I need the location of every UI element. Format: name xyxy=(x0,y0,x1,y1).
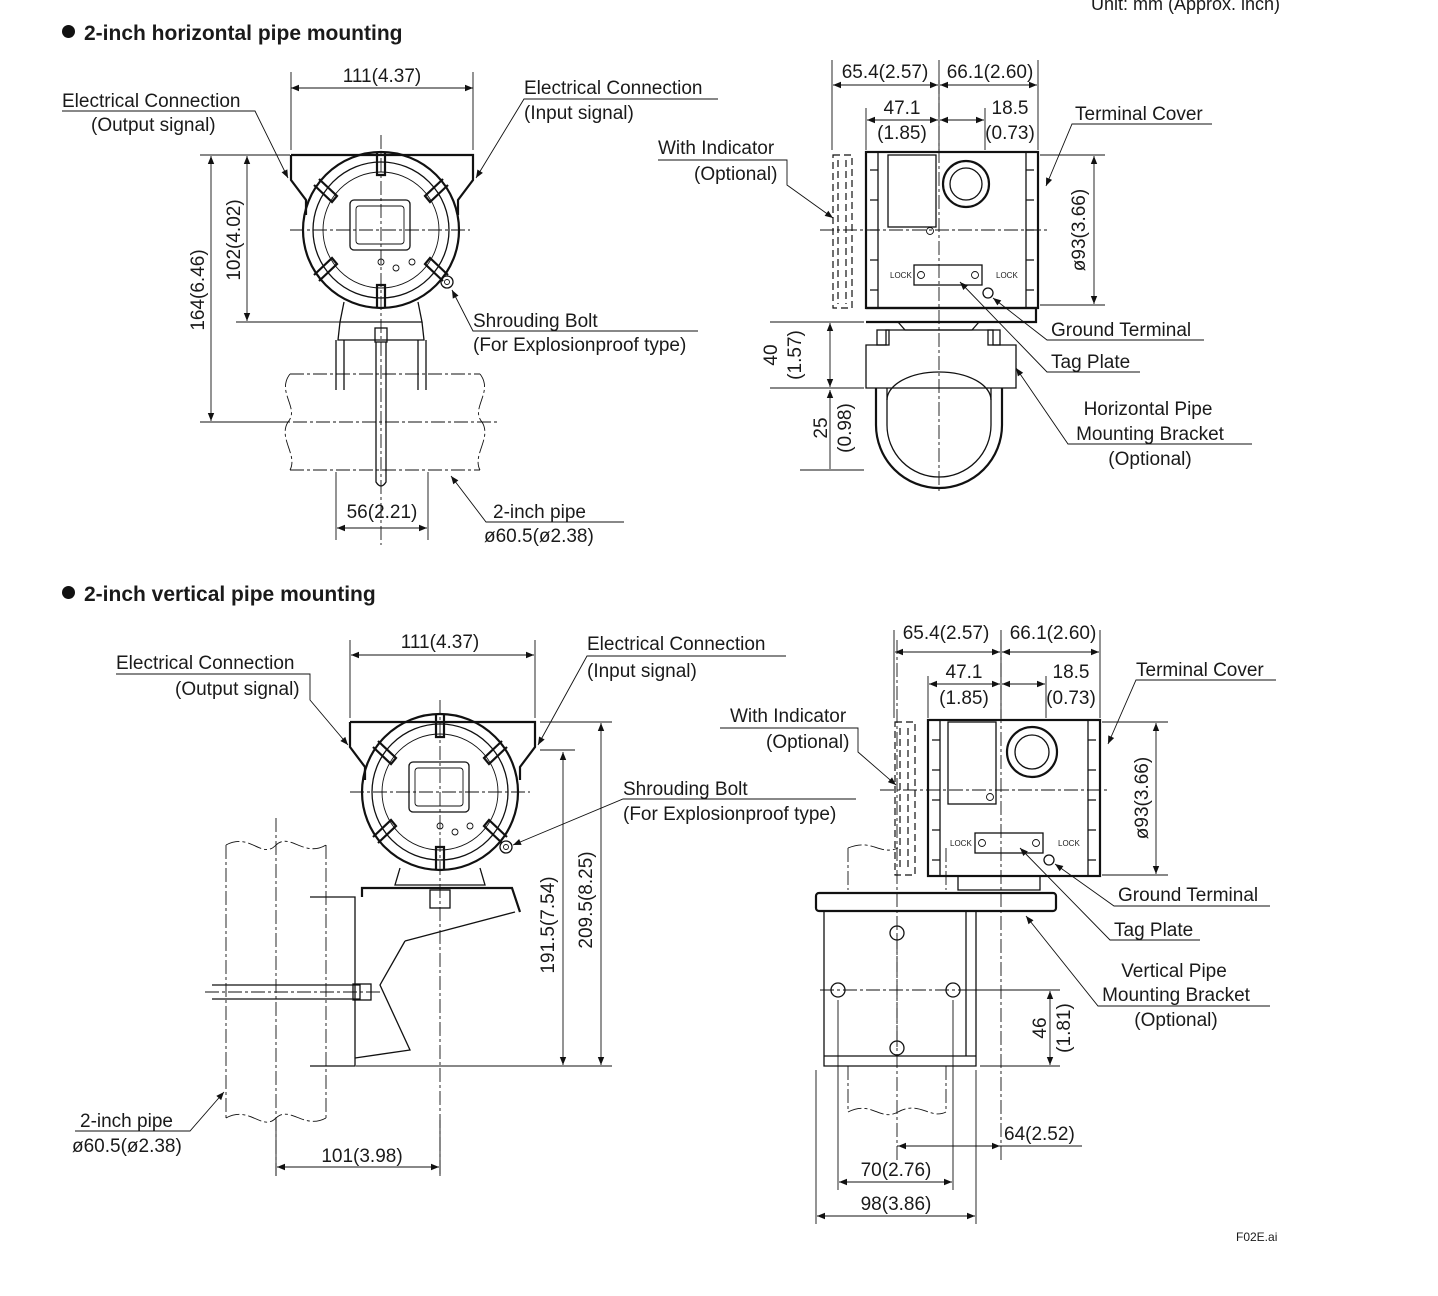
dim-18: 18.5 xyxy=(992,98,1029,119)
dim-98: 98(3.86) xyxy=(861,1194,932,1215)
label-indicator-sub: (Optional) xyxy=(694,164,777,185)
dim-width: 111(4.37) xyxy=(343,66,422,87)
label-shrouding-bolt: Shrouding Bolt xyxy=(473,311,598,332)
label-elec-output-sub: (Output signal) xyxy=(175,679,300,700)
label-elec-output-sub: (Output signal) xyxy=(91,115,216,136)
label-pipe-dia: ø60.5(ø2.38) xyxy=(484,526,594,547)
lock-label: LOCK xyxy=(950,839,972,848)
dim-47: 47.1 xyxy=(884,98,921,119)
label-pipe-dia: ø60.5(ø2.38) xyxy=(72,1136,182,1157)
lock-label-right: LOCK xyxy=(996,271,1018,280)
label-elec-output: Electrical Connection xyxy=(62,91,240,112)
section-heading-vertical: 2-inch vertical pipe mounting xyxy=(62,583,376,607)
dim-47: 47.1 xyxy=(946,662,983,683)
bullet-icon xyxy=(62,586,75,599)
dim-64: 64(2.52) xyxy=(1004,1124,1075,1145)
label-indicator: With Indicator xyxy=(658,138,775,159)
label-pipe: 2-inch pipe xyxy=(493,502,586,523)
dim-left: 65.4(2.57) xyxy=(903,623,990,644)
dim-25: 25 xyxy=(811,417,832,438)
label-indicator-sub: (Optional) xyxy=(766,732,849,753)
label-elec-input: Electrical Connection xyxy=(524,78,702,99)
dim-width: 111(4.37) xyxy=(401,632,480,653)
dim-height-outer: 209.5(8.25) xyxy=(576,851,597,948)
dim-height-body: 102(4.02) xyxy=(224,199,245,280)
dim-40: 40 xyxy=(761,344,782,365)
dim-46-in: (1.81) xyxy=(1054,1003,1075,1053)
dim-height-inner: 191.5(7.54) xyxy=(538,876,559,973)
figure-id: F02E.ai xyxy=(1236,1230,1278,1244)
dim-40-in: (1.57) xyxy=(785,330,806,380)
dim-pipe-offset: 101(3.98) xyxy=(321,1146,402,1167)
dim-right: 66.1(2.60) xyxy=(947,62,1034,83)
label-bracket-3: (Optional) xyxy=(1108,449,1191,470)
horizontal-front-view: 111(4.37) 164(6.46) 102(4.02) 56(2.21) E… xyxy=(62,66,718,547)
label-elec-output: Electrical Connection xyxy=(116,653,294,674)
vertical-side-view: LOCK LOCK 65.4(2.57) 66.1(2.60) 47.1 (1.… xyxy=(720,623,1276,1224)
label-bracket: Vertical Pipe xyxy=(1121,961,1227,982)
label-elec-input-sub: (Input signal) xyxy=(524,103,634,124)
dim-left: 65.4(2.57) xyxy=(842,62,929,83)
heading-text: 2-inch horizontal pipe mounting xyxy=(84,22,403,45)
label-tag-plate: Tag Plate xyxy=(1051,352,1130,373)
label-shrouding-bolt: Shrouding Bolt xyxy=(623,779,748,800)
label-indicator: With Indicator xyxy=(730,706,847,727)
dim-diameter: ø93(3.66) xyxy=(1132,757,1153,839)
dim-18: 18.5 xyxy=(1053,662,1090,683)
label-tag-plate: Tag Plate xyxy=(1114,920,1193,941)
unit-note: Unit: mm (Approx. inch) xyxy=(1090,0,1280,14)
dim-18-in: (0.73) xyxy=(1046,688,1096,709)
dim-right: 66.1(2.60) xyxy=(1010,623,1097,644)
horizontal-side-view: LOCK LOCK 65.4(2.57) 66.1(2.60) 47.1 (1.… xyxy=(658,60,1252,492)
label-elec-input: Electrical Connection xyxy=(587,634,765,655)
dim-47-in: (1.85) xyxy=(877,123,927,144)
label-elec-input-sub: (Input signal) xyxy=(587,661,697,682)
dim-diameter: ø93(3.66) xyxy=(1069,189,1090,271)
dim-18-in: (0.73) xyxy=(985,123,1035,144)
vertical-front-view: 111(4.37) 191.5(7.54) 209.5(8.25) 101(3.… xyxy=(72,632,856,1176)
label-bracket-3: (Optional) xyxy=(1134,1010,1217,1031)
dim-height-total: 164(6.46) xyxy=(188,249,209,330)
label-terminal-cover: Terminal Cover xyxy=(1136,660,1264,681)
dim-47-in: (1.85) xyxy=(939,688,989,709)
heading-text: 2-inch vertical pipe mounting xyxy=(84,583,376,606)
label-ground-terminal: Ground Terminal xyxy=(1118,885,1258,906)
label-bracket-2: Mounting Bracket xyxy=(1076,424,1225,445)
section-heading-horizontal: 2-inch horizontal pipe mounting xyxy=(62,22,402,46)
label-shrouding-bolt-sub: (For Explosionproof type) xyxy=(473,335,686,356)
dim-pipe-offset: 56(2.21) xyxy=(347,502,418,523)
label-bracket-2: Mounting Bracket xyxy=(1102,985,1251,1006)
label-ground-terminal: Ground Terminal xyxy=(1051,320,1191,341)
bullet-icon xyxy=(62,25,75,38)
label-terminal-cover: Terminal Cover xyxy=(1075,104,1203,125)
dim-46: 46 xyxy=(1030,1017,1051,1038)
lock-label: LOCK xyxy=(890,271,912,280)
dim-25-in: (0.98) xyxy=(835,403,856,453)
label-bracket: Horizontal Pipe xyxy=(1084,399,1213,420)
label-shrouding-bolt-sub: (For Explosionproof type) xyxy=(623,804,836,825)
label-pipe: 2-inch pipe xyxy=(80,1111,173,1132)
dim-70: 70(2.76) xyxy=(861,1160,932,1181)
lock-label-right: LOCK xyxy=(1058,839,1080,848)
